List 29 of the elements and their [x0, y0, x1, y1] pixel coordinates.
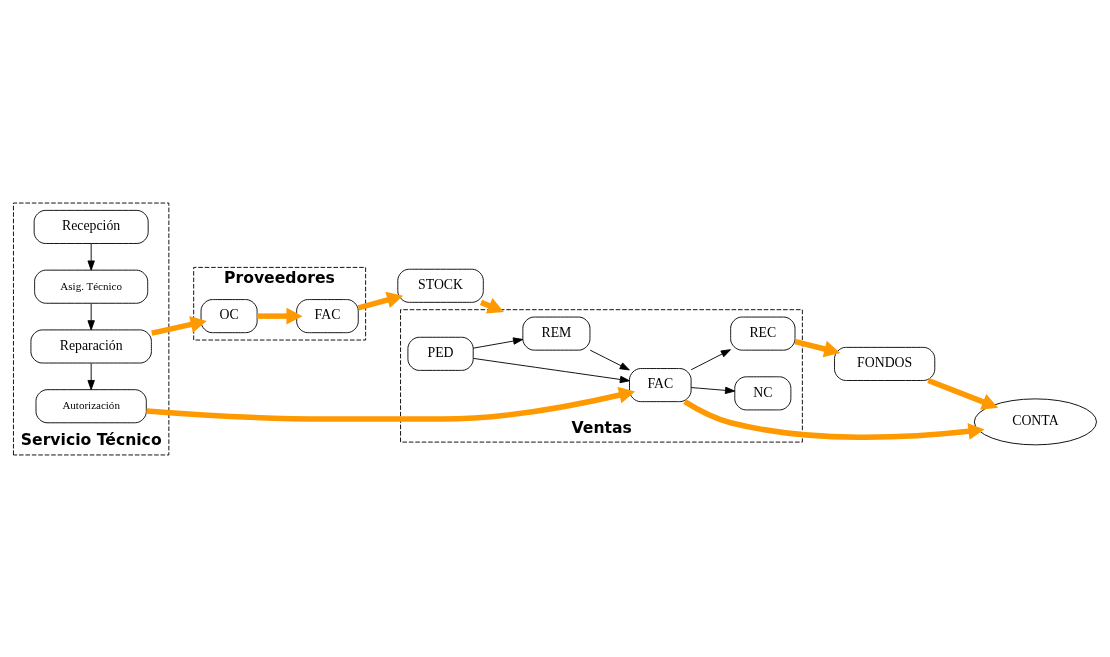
node-box: Autorización — [35, 388, 147, 423]
node-box: FONDOS — [834, 346, 936, 381]
node-ellipse: CONTA — [973, 397, 1097, 445]
arrow — [472, 357, 630, 383]
arrow — [472, 336, 524, 349]
arrow — [357, 291, 404, 311]
node-box: REM — [522, 316, 591, 351]
arrow — [87, 362, 95, 390]
arrow — [690, 386, 736, 394]
arrow — [683, 398, 985, 440]
node-box: Asig. Técnico — [34, 269, 149, 304]
arrow — [87, 242, 95, 271]
arrow — [927, 377, 999, 410]
node-box: OC — [200, 298, 258, 333]
arrow — [87, 302, 95, 330]
node-box: REC — [730, 316, 796, 351]
node-box: Reparación — [30, 328, 152, 363]
arrow — [589, 349, 630, 370]
node-box: FAC — [296, 298, 359, 333]
node-box: STOCK — [397, 268, 484, 303]
arrow — [146, 386, 636, 422]
node-box: PED — [407, 336, 474, 371]
node-box: FAC — [629, 367, 692, 402]
node-box: NC — [734, 375, 792, 410]
arrow — [151, 315, 207, 336]
arrow — [794, 338, 841, 357]
node-box: Recepción — [33, 209, 149, 244]
arrow — [257, 307, 303, 325]
arrow — [690, 348, 731, 370]
